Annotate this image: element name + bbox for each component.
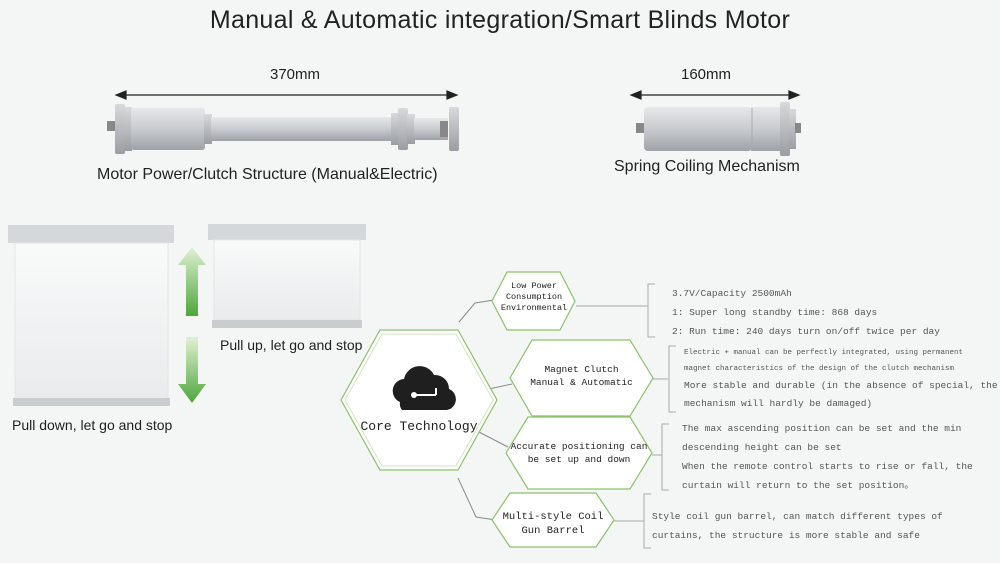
spring-tube-illustration [636,102,801,156]
blind-pulled-down-illustration [8,225,174,406]
feature-4-line2: Gun Barrel [521,525,585,537]
feature-4-details: Style coil gun barrel, can match differe… [652,507,982,545]
feature-3-details: The max ascending position can be set an… [682,419,998,495]
feature-1-line2: Consumption [505,292,563,302]
feature-2-detail-2: magnet characteristics of the design of … [684,365,955,373]
feature-2-label: Magnet Clutch Manual & Automatic [510,363,653,389]
feature-3-detail-3: When the remote control starts to rise o… [682,461,973,472]
feature-1-detail-1: 3.7V/Capacity 2500mAh [672,288,792,299]
feature-2-detail-3: More stable and durable (in the absence … [684,380,998,391]
spring-caption: Spring Coiling Mechanism [614,158,800,175]
pull-up-caption: Pull up, let go and stop [220,337,363,353]
feature-2-details: Electric + manual can be perfectly integ… [684,345,1000,413]
feature-1-line3: Environmental [500,303,568,313]
page-title: Manual & Automatic integration/Smart Bli… [209,6,791,34]
spring-dimension-label: 160mm [680,66,732,83]
feature-4-detail-1: Style coil gun barrel, can match differe… [652,511,943,522]
spring-dimension-line [629,90,801,100]
feature-hexagon-2 [509,339,654,417]
detail-connectors [576,283,676,549]
feature-1-details: 3.7V/Capacity 2500mAh 1: Super long stan… [672,284,992,341]
feature-3-line2: be set up and down [527,454,631,465]
feature-4-label: Multi-style Coil Gun Barrel [492,510,614,538]
feature-hexagon-1 [491,271,576,331]
cloud-icon [392,366,456,410]
feature-3-line1: Accurate positioning can [510,441,648,452]
down-arrow-icon [178,337,206,403]
motor-caption: Motor Power/Clutch Structure (Manual&Ele… [97,166,438,183]
pull-down-caption: Pull down, let go and stop [12,417,173,433]
motor-dimension-line [114,90,459,100]
feature-4-line1: Multi-style Coil [502,511,604,523]
feature-2-detail-4: mechanism will hardly be damaged) [684,398,873,409]
motor-dimension-label: 370mm [269,66,321,83]
feature-1-detail-2: 1: Super long standby time: 868 days [672,307,878,318]
feature-2-line2: Manual & Automatic [530,377,633,388]
feature-hexagon-3 [505,416,653,490]
feature-3-detail-4: curtain will return to the set position。 [682,480,914,491]
blind-pulled-up-illustration [208,224,366,328]
feature-hexagon-4 [491,492,615,548]
feature-3-detail-1: The max ascending position can be set an… [682,423,962,434]
core-technology-label: Core Technology [360,419,478,434]
feature-2-line1: Magnet Clutch [544,364,619,375]
feature-2-detail-1: Electric + manual can be perfectly integ… [684,349,964,357]
feature-4-detail-2: curtains, the structure is more stable a… [652,530,920,541]
motor-tube-illustration [107,104,459,154]
feature-1-detail-3: 2: Run time: 240 days turn on/off twice … [672,326,940,337]
feature-1-label: Low Power Consumption Environmental [493,281,575,314]
up-arrow-icon [178,247,206,316]
feature-3-detail-2: descending height can be set [682,442,842,453]
feature-1-line1: Low Power [511,281,557,291]
feature-3-label: Accurate positioning can be set up and d… [506,440,652,466]
